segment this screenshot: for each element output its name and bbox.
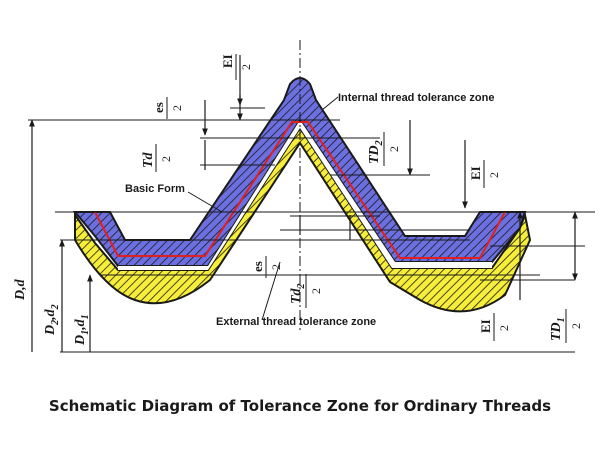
basic-form-leader <box>187 191 223 213</box>
svg-text:Td2: Td2 <box>289 283 307 304</box>
svg-text:EI: EI <box>468 166 483 180</box>
svg-text:D2,d2: D2,d2 <box>43 304 61 336</box>
external-thread-zone <box>74 126 532 313</box>
Td-half: Td 2 <box>141 144 173 172</box>
D1-d1-label: D1,d1 <box>73 314 91 346</box>
svg-text:TD1: TD1 <box>549 317 567 341</box>
svg-text:D,d: D,d <box>13 278 28 301</box>
es-half-middle: es 2 <box>250 256 283 278</box>
TD1-half: TD1 2 <box>549 309 583 343</box>
deviation-arrows <box>202 55 578 300</box>
EI-half-bottom: EI 2 <box>478 313 511 341</box>
svg-text:2: 2 <box>170 105 184 111</box>
internal-zone-leader <box>321 96 339 111</box>
diameter-dimension-lines <box>29 119 93 352</box>
diagram-caption: Schematic Diagram of Tolerance Zone for … <box>48 397 552 415</box>
basic-form-label: Basic Form <box>125 183 185 195</box>
D2-d2-label: D2,d2 <box>43 304 61 336</box>
es-half-top: es 2 <box>151 97 184 119</box>
svg-text:Td: Td <box>141 151 156 168</box>
svg-text:2: 2 <box>269 264 283 270</box>
external-zone-leader <box>261 261 281 321</box>
svg-text:2: 2 <box>159 156 173 162</box>
svg-text:2: 2 <box>569 323 583 329</box>
svg-text:es: es <box>250 261 265 272</box>
D-d-label: D,d <box>13 278 28 301</box>
EI-half-top: EI 2 <box>220 54 253 80</box>
svg-text:EI: EI <box>220 54 235 68</box>
svg-text:EI: EI <box>478 319 493 333</box>
svg-text:2: 2 <box>497 325 511 331</box>
internal-zone-label: Internal thread tolerance zone <box>338 92 494 104</box>
svg-text:TD2: TD2 <box>367 140 385 164</box>
svg-text:es: es <box>151 102 166 113</box>
external-zone-label: External thread tolerance zone <box>216 316 376 328</box>
svg-text:2: 2 <box>387 146 401 152</box>
EI-half-right: EI 2 <box>468 160 501 188</box>
Td2-half: Td2 2 <box>289 274 323 308</box>
svg-text:2: 2 <box>309 288 323 294</box>
svg-text:D1,d1: D1,d1 <box>73 314 91 346</box>
svg-text:2: 2 <box>239 64 253 70</box>
TD2-half: TD2 2 <box>367 132 401 166</box>
svg-text:2: 2 <box>487 172 501 178</box>
